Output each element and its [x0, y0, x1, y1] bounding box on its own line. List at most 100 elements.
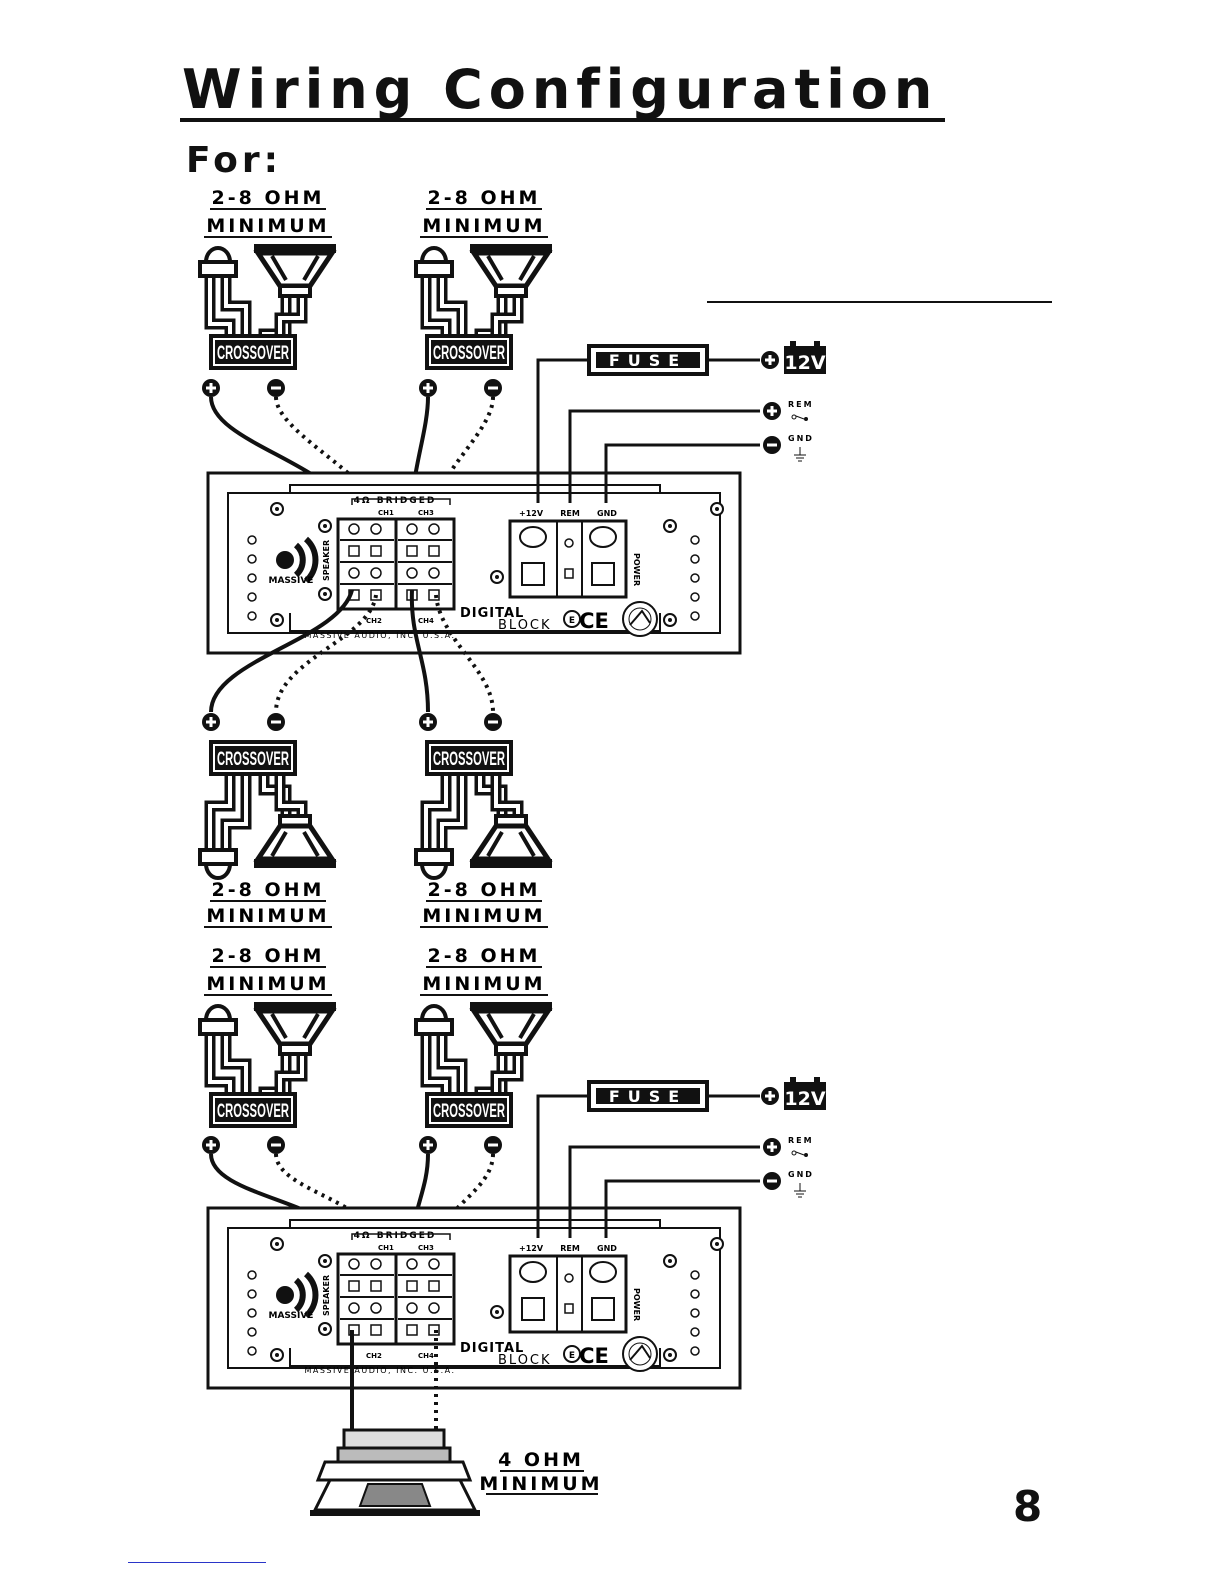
minus-terminal-icon	[763, 436, 781, 454]
page-title: Wiring Configuration	[182, 58, 939, 121]
ce-mark-label: CE	[579, 1344, 609, 1368]
minimum-label: MINIMUM	[422, 215, 545, 237]
led-indicator	[690, 573, 700, 583]
term-gnd-label: GND	[597, 1244, 617, 1253]
led-indicator	[690, 535, 700, 545]
ch4-label: CH4	[418, 617, 434, 625]
screw-icon	[663, 1348, 677, 1362]
brand-label: MASSIVE	[269, 576, 314, 586]
led-indicator	[247, 1270, 257, 1280]
rem-label: REM	[788, 1136, 814, 1145]
terminal-slot	[370, 1280, 382, 1292]
remote-wire	[568, 1145, 760, 1238]
ch3-label: CH3	[418, 1244, 434, 1252]
digital-label: DIGITAL	[460, 606, 524, 621]
led-indicator	[690, 1308, 700, 1318]
crossover-box: CROSSOVER	[425, 1092, 513, 1128]
battery-voltage-label: 12V	[784, 352, 825, 374]
ch4-label: CH4	[418, 1352, 434, 1360]
digital-label: DIGITAL	[460, 1341, 524, 1356]
tweeter-speaker-icon	[414, 1004, 454, 1036]
tweeter-speaker-icon	[198, 848, 238, 880]
screw-icon	[663, 519, 677, 533]
woofer-speaker-icon	[253, 1002, 337, 1056]
plus-terminal-icon	[761, 351, 779, 369]
crossover-box: CROSSOVER	[209, 334, 297, 370]
tweeter-speaker-icon	[198, 1004, 238, 1036]
screw-icon	[318, 519, 332, 533]
ce-mark-label: CE	[579, 609, 609, 633]
led-indicator	[247, 1346, 257, 1356]
e-mark-label: E	[569, 616, 575, 626]
woofer-speaker-icon	[469, 1002, 553, 1056]
minus-terminal-icon	[267, 1136, 285, 1154]
crossover-label: CROSSOVER	[217, 749, 289, 770]
led-indicator	[690, 611, 700, 621]
blank-fill-line	[707, 301, 1052, 303]
terminal-screw	[406, 567, 418, 579]
fuse-label: FUSE	[609, 1087, 687, 1106]
tweeter-speaker-icon	[414, 246, 454, 278]
crossover-box: CROSSOVER	[209, 1092, 297, 1128]
terminal-slot	[428, 589, 440, 601]
screw-icon	[710, 1237, 724, 1251]
minimum-label: MINIMUM	[206, 973, 329, 995]
maker-label: MASSIVE AUDIO, INC. U.S.A.	[304, 631, 455, 640]
led-indicator	[690, 1289, 700, 1299]
terminal-screw	[428, 1258, 440, 1270]
title-underline	[180, 118, 945, 122]
led-indicator	[690, 554, 700, 564]
screw-icon	[663, 1254, 677, 1268]
crossover-box: CROSSOVER	[425, 740, 513, 776]
ch1-label: CH1	[378, 509, 394, 517]
subwoofer-icon	[310, 1428, 480, 1516]
e-mark-icon	[563, 1345, 581, 1363]
minimum-label: MINIMUM	[479, 1473, 602, 1495]
crossover-label: CROSSOVER	[217, 343, 289, 364]
ch3-label: CH3	[418, 509, 434, 517]
minimum-label: MINIMUM	[422, 973, 545, 995]
ch2-label: CH2	[366, 1352, 382, 1360]
terminal-screw	[428, 567, 440, 579]
crossover-label: CROSSOVER	[433, 1101, 505, 1122]
fuse-label: FUSE	[609, 351, 687, 370]
plus-terminal-icon	[763, 1138, 781, 1156]
block-label: BLOCK	[498, 1353, 552, 1368]
switch-icon	[791, 414, 808, 421]
plus-terminal-icon	[202, 379, 220, 397]
ground-icon	[794, 1183, 806, 1198]
plus-terminal-icon	[761, 1087, 779, 1105]
screw-icon	[710, 502, 724, 516]
plus-terminal-icon	[419, 1136, 437, 1154]
terminal-screw	[370, 1302, 382, 1314]
crossover-label: CROSSOVER	[217, 1101, 289, 1122]
woofer-speaker-icon	[469, 814, 553, 868]
minus-terminal-icon	[267, 379, 285, 397]
speaker-label: SPEAKER	[322, 1275, 331, 1316]
led-indicator	[247, 535, 257, 545]
minimum-label: MINIMUM	[422, 905, 545, 927]
crossover-label: CROSSOVER	[433, 343, 505, 364]
fuse-icon: FUSE	[587, 344, 709, 376]
impedance-label: 4 OHM	[498, 1449, 584, 1471]
ground-wire	[604, 443, 760, 503]
terminal-screw	[370, 1258, 382, 1270]
switch-icon	[791, 1150, 808, 1157]
block-label: BLOCK	[498, 618, 552, 633]
led-indicator	[690, 1327, 700, 1337]
screw-icon	[490, 570, 504, 584]
screw-icon	[318, 1322, 332, 1336]
plus-terminal-icon	[202, 713, 220, 731]
terminal-screw	[370, 567, 382, 579]
terminal-screw	[348, 523, 360, 535]
term-12v-label: +12V	[519, 509, 544, 518]
minus-terminal-icon	[267, 713, 285, 731]
battery-voltage-label: 12V	[784, 1088, 825, 1110]
